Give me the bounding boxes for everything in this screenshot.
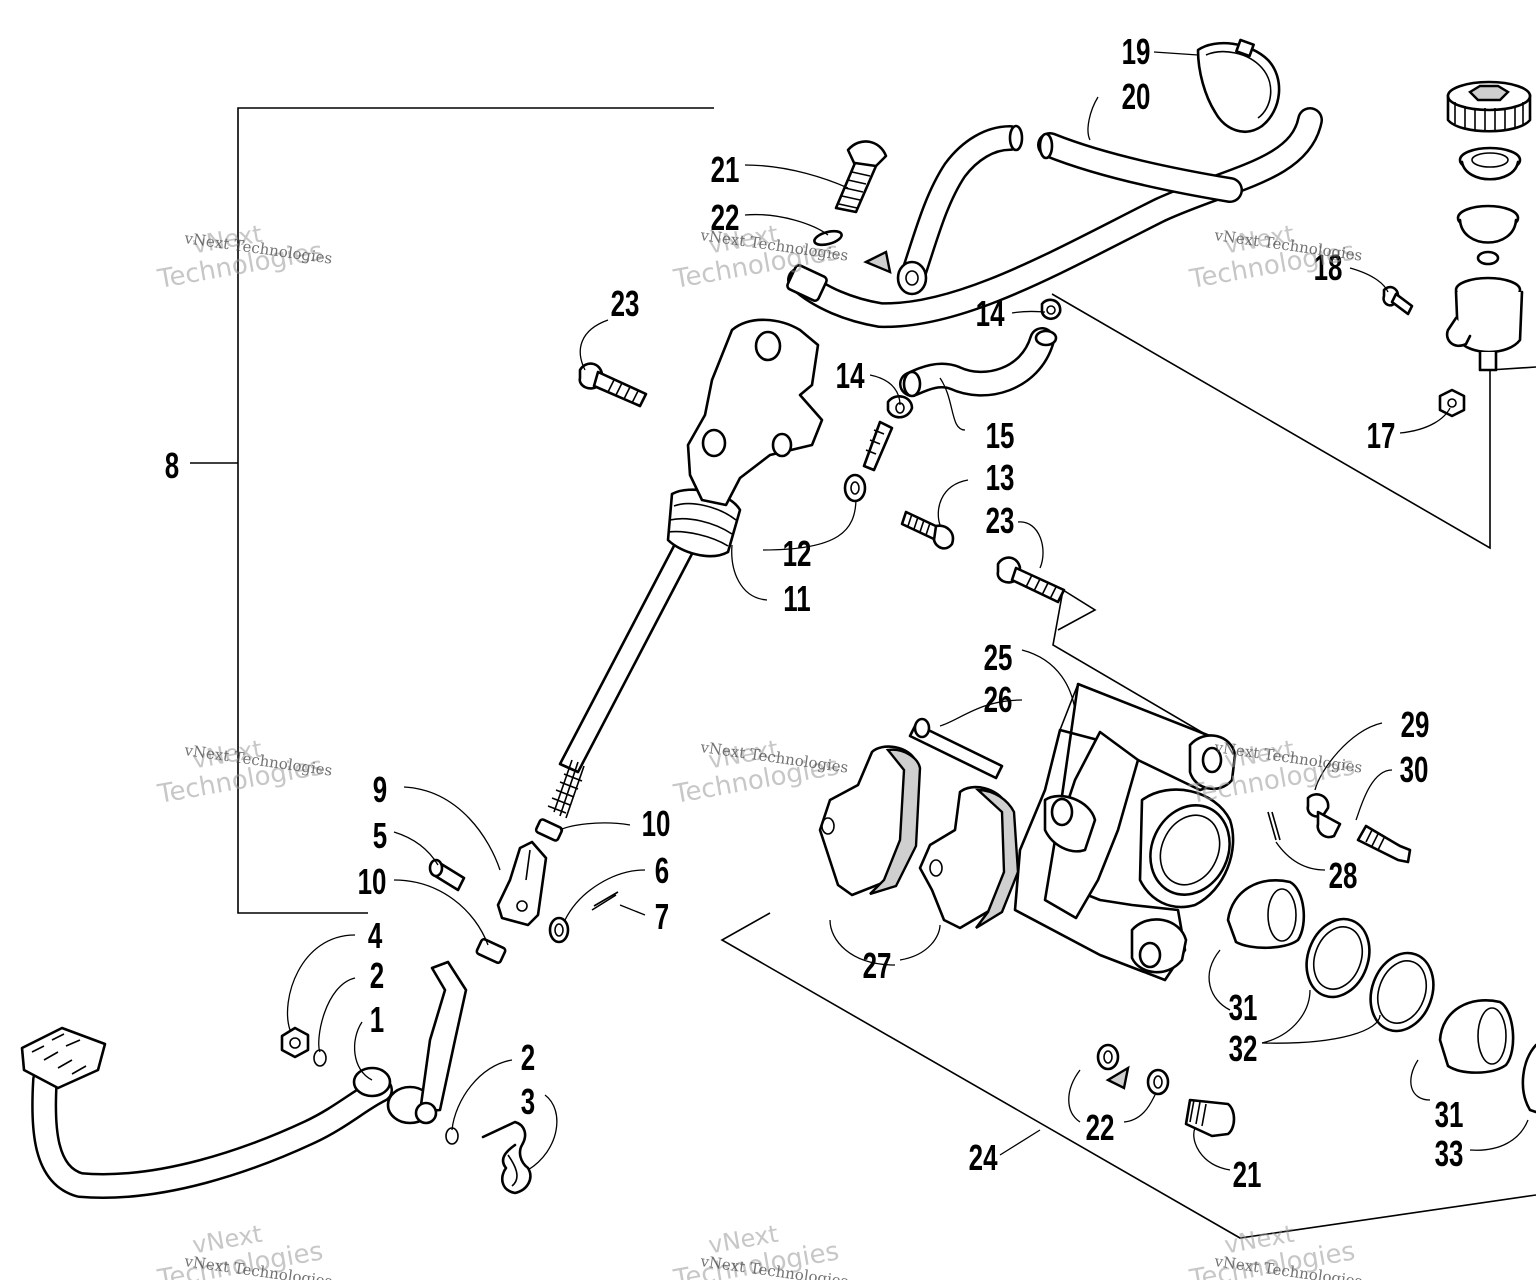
jam-nut [475, 937, 507, 965]
reservoir-hose [899, 327, 1058, 398]
banjo-bolt-caliper [1096, 1043, 1236, 1138]
cap-screw [900, 510, 955, 550]
reservoir-guide-line [1051, 293, 1536, 550]
assembly-bracket-8 [190, 107, 714, 914]
callout-11: 11 [783, 579, 810, 619]
reservoir-diaphragm-plate [1458, 146, 1522, 181]
callout-2: 2 [370, 956, 384, 996]
callout-2: 2 [521, 1038, 535, 1078]
pedal-nut [280, 1026, 310, 1059]
callout-9: 9 [373, 770, 387, 810]
tie-strap [1196, 38, 1281, 133]
assembly-bracket-24 [720, 589, 1536, 1239]
callout-23: 23 [611, 284, 640, 324]
callout-6: 6 [655, 851, 669, 891]
fitting-bushing [843, 473, 867, 503]
callout-5: 5 [373, 816, 387, 856]
callout-3: 3 [521, 1082, 535, 1122]
reservoir-cap [1446, 80, 1532, 133]
callout-22: 22 [1086, 1108, 1115, 1148]
reservoir-body [1445, 276, 1524, 372]
callout-25: 25 [984, 638, 1013, 678]
callout-numbers: 1 2 2 3 4 5 6 7 8 9 10 10 11 12 13 14 14… [165, 32, 1464, 1195]
pistons-and-seals [1226, 879, 1536, 1114]
callout-30: 30 [1400, 750, 1429, 790]
callout-32: 32 [1229, 1029, 1258, 1069]
callout-21: 21 [711, 150, 740, 190]
callout-26: 26 [984, 680, 1013, 720]
mounting-bolt-lower [996, 556, 1066, 604]
callout-8: 8 [165, 446, 179, 486]
callout-10: 10 [642, 804, 671, 844]
callout-28: 28 [1329, 856, 1358, 896]
callout-19: 19 [1122, 32, 1151, 72]
hose-clamp-upper [1040, 298, 1062, 321]
callout-33: 33 [1435, 1134, 1464, 1174]
callout-12: 12 [783, 534, 812, 574]
sealing-washer-top [813, 229, 843, 247]
callout-31: 31 [1435, 1095, 1464, 1135]
callout-22: 22 [711, 198, 740, 238]
master-cylinder-rod [534, 540, 696, 842]
clevis [496, 840, 548, 927]
callout-23: 23 [986, 501, 1015, 541]
brake-pad-outer [818, 745, 922, 897]
clevis-pin [428, 858, 466, 892]
callout-13: 13 [986, 458, 1015, 498]
bleeder-cap [1306, 793, 1342, 839]
callout-31: 31 [1229, 988, 1258, 1028]
clevis-washer [548, 916, 570, 944]
brake-pad-inner [918, 785, 1020, 930]
hose-fitting [862, 420, 894, 472]
leader-lines [286, 51, 1529, 1171]
callout-24: 24 [969, 1138, 998, 1178]
callout-15: 15 [986, 416, 1015, 456]
callout-27: 27 [863, 946, 892, 986]
callout-17: 17 [1367, 416, 1396, 456]
reservoir-nut [1438, 388, 1466, 418]
cotter-pin-caliper [1267, 811, 1281, 841]
banjo-bolt-top [834, 140, 888, 214]
callout-7: 7 [655, 897, 669, 937]
mounting-bolt-upper [578, 362, 648, 408]
reservoir-screw [1382, 285, 1414, 316]
callout-20: 20 [1122, 77, 1151, 117]
callout-1: 1 [370, 1000, 384, 1040]
cotter-pin [591, 891, 619, 911]
brake-pedal [20, 960, 468, 1199]
pad-pin [908, 717, 1004, 780]
callout-21: 21 [1233, 1155, 1262, 1195]
master-cylinder-body [686, 318, 824, 507]
front-brake-hose [786, 107, 1323, 329]
return-spring [481, 1120, 532, 1195]
reservoir-diaphragm [1456, 204, 1520, 266]
callout-14: 14 [976, 294, 1005, 334]
callout-29: 29 [1401, 705, 1430, 745]
callout-18: 18 [1314, 248, 1343, 288]
master-cylinder-boot [666, 488, 742, 558]
callout-4: 4 [368, 916, 383, 956]
callout-14: 14 [836, 356, 865, 396]
bleeder-valve [1356, 824, 1412, 864]
callout-10: 10 [358, 862, 387, 902]
caliper-body [1043, 730, 1237, 974]
